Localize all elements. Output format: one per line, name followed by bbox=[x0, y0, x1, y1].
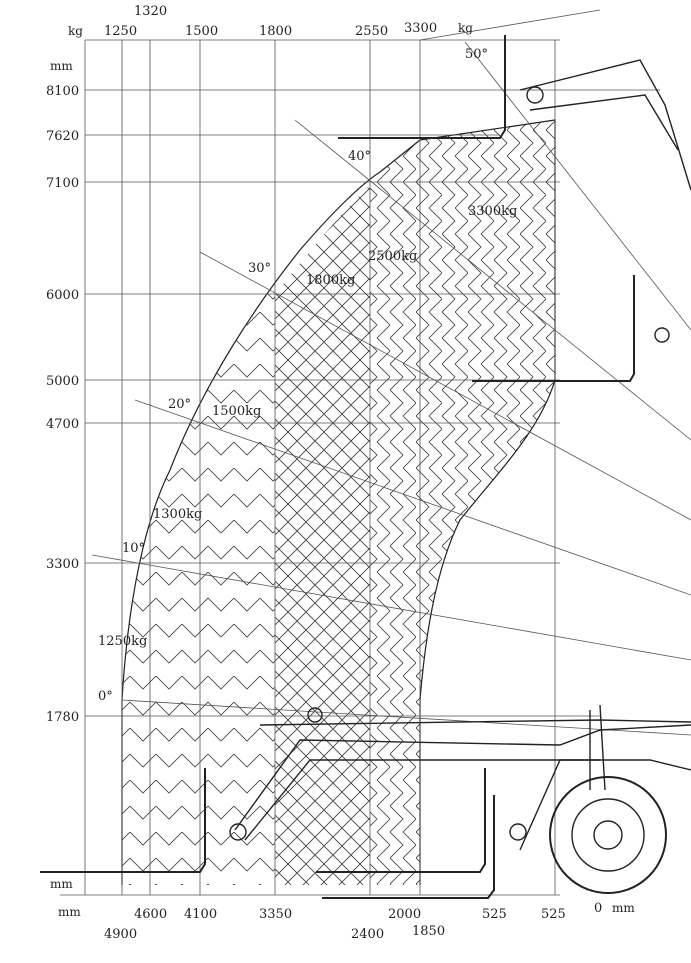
wheel-rim bbox=[571, 798, 645, 872]
carriage-pin-right bbox=[509, 823, 527, 841]
top-tick-2550: 2550 bbox=[355, 24, 388, 39]
top-tick-1250: 1250 bbox=[104, 24, 137, 39]
bottom-unit-left: mm bbox=[58, 905, 81, 919]
capacity-label-3300: 3300kg bbox=[468, 204, 517, 219]
angle-label-0: 0° bbox=[98, 689, 113, 704]
capacity-label-1250: 1250kg bbox=[98, 634, 147, 649]
left-tick-3300: 3300 bbox=[46, 557, 79, 572]
capacity-label-1800: 1800kg bbox=[306, 273, 355, 288]
boom-pin-top bbox=[526, 86, 544, 104]
reach-arc-3300 bbox=[419, 9, 601, 41]
bottom-tick-0: 0 bbox=[594, 901, 602, 916]
bottom-tick-4100: 4100 bbox=[184, 907, 217, 922]
bottom-tick-2400: 2400 bbox=[351, 927, 384, 942]
angle-line-20 bbox=[134, 399, 691, 596]
top-unit-right: kg bbox=[458, 21, 473, 35]
capacity-label-1500: 1500kg bbox=[212, 404, 261, 419]
angle-label-40: 40° bbox=[348, 149, 371, 164]
left-tick-6000: 6000 bbox=[46, 288, 79, 303]
fork-bottom-right bbox=[316, 768, 486, 873]
top-tick-1500: 1500 bbox=[185, 24, 218, 39]
bottom-tick-2000: 2000 bbox=[388, 907, 421, 922]
chassis bbox=[259, 719, 691, 851]
angle-line-40 bbox=[294, 119, 691, 441]
bottom-unit-right: mm bbox=[612, 901, 635, 915]
angle-line-30 bbox=[199, 251, 691, 521]
left-tick-7620: 7620 bbox=[46, 129, 79, 144]
cylinder-pin bbox=[307, 707, 323, 723]
left-tick-5000: 5000 bbox=[46, 374, 79, 389]
capacity-label-2500: 2500kg bbox=[368, 249, 417, 264]
angle-label-50: 50° bbox=[465, 47, 488, 62]
mast-bar bbox=[589, 704, 606, 791]
grid bbox=[60, 39, 660, 896]
wheel-tire bbox=[549, 776, 667, 894]
angle-label-30: 30° bbox=[248, 261, 271, 276]
left-tick-1780: 1780 bbox=[46, 710, 79, 725]
top-tick-1800: 1800 bbox=[259, 24, 292, 39]
left-zero-unit: mm bbox=[50, 877, 73, 891]
left-unit: mm bbox=[50, 59, 73, 73]
zone-outline bbox=[121, 119, 556, 885]
boom-upper bbox=[519, 59, 691, 191]
bottom-tick-4900: 4900 bbox=[104, 927, 137, 942]
capacity-label-1300: 1300kg bbox=[153, 507, 202, 522]
bottom-axis: mm 4600 4100 3350 2000 525 525 0 mm 4900… bbox=[58, 901, 635, 942]
top-axis: kg 1320 1250 1500 1800 2550 3300 kg bbox=[68, 4, 473, 39]
tilt-pin-mid bbox=[654, 327, 670, 343]
top-tick-3300: 3300 bbox=[404, 21, 437, 36]
angle-labels: 50° 40° 30° 20° 10° 0° bbox=[98, 47, 488, 704]
boom-angle-lines bbox=[91, 9, 691, 736]
angle-line-0 bbox=[121, 699, 691, 736]
load-zone-hatching bbox=[121, 119, 556, 885]
boom-low-arm bbox=[234, 724, 691, 831]
wheel-hub bbox=[593, 820, 623, 850]
fork-top bbox=[338, 35, 506, 139]
fork-mid bbox=[472, 275, 635, 382]
bottom-tick-3350: 3350 bbox=[259, 907, 292, 922]
left-tick-8100: 8100 bbox=[46, 84, 79, 99]
left-tick-4700: 4700 bbox=[46, 417, 79, 432]
top-unit-left: kg bbox=[68, 24, 83, 38]
boom-lower bbox=[529, 94, 679, 151]
angle-label-10: 10° bbox=[122, 541, 145, 556]
left-axis: mm 8100 7620 7100 6000 5000 4700 3300 17… bbox=[46, 59, 79, 891]
fork-bottom-left bbox=[40, 768, 206, 873]
zone-outer-right bbox=[370, 120, 555, 885]
telehandler-sketch bbox=[229, 59, 691, 894]
bottom-tick-525a: 525 bbox=[482, 907, 507, 922]
zone-cross bbox=[275, 185, 370, 885]
fork-positions bbox=[40, 35, 635, 899]
bottom-tick-4600: 4600 bbox=[134, 907, 167, 922]
zone-outer-left bbox=[122, 120, 275, 885]
angle-line-10 bbox=[91, 554, 691, 661]
fork-ground bbox=[322, 795, 495, 899]
top-tick-1320: 1320 bbox=[134, 4, 167, 19]
left-tick-7100: 7100 bbox=[46, 176, 79, 191]
angle-label-20: 20° bbox=[168, 397, 191, 412]
capacity-labels: 3300kg 2500kg 1800kg 1500kg 1300kg 1250k… bbox=[98, 204, 517, 649]
angle-line-50 bbox=[464, 41, 691, 331]
bottom-tick-1850: 1850 bbox=[412, 924, 445, 939]
carriage-pin-left bbox=[229, 823, 247, 841]
bottom-tick-525b: 525 bbox=[541, 907, 566, 922]
